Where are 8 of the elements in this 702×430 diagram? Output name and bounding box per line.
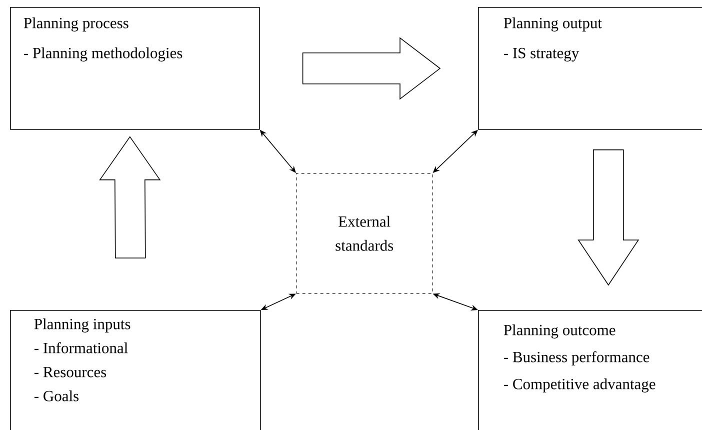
process-box: Planning inputs - Informational - Resources - Goals bbox=[10, 310, 261, 430]
block-arrow bbox=[302, 37, 441, 100]
block-arrow bbox=[99, 136, 161, 258]
block-arrow bbox=[578, 149, 640, 286]
process-box: Planning output - IS strategy bbox=[478, 7, 702, 130]
standards-box: External standards bbox=[296, 173, 433, 294]
process-box: Planning process - Planning methodologies bbox=[10, 7, 260, 130]
process-box: Planning outcome - Business performance - Competitive advantage bbox=[478, 310, 702, 430]
